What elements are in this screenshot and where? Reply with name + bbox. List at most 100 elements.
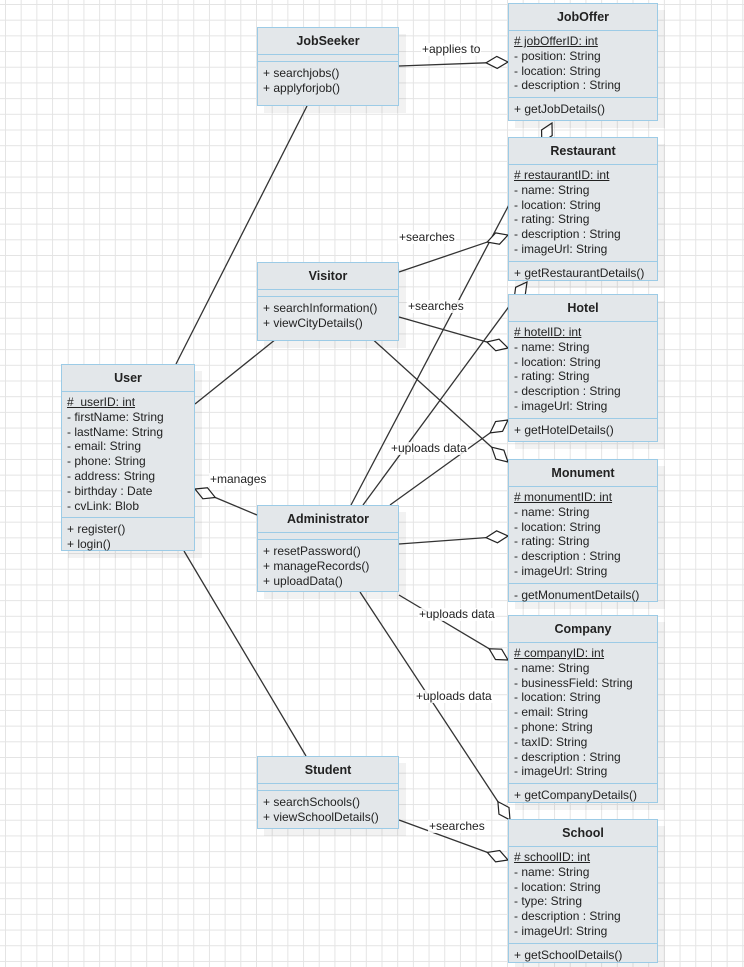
attribute: - taxID: String (514, 734, 588, 749)
aggregation-diamond-icon (485, 338, 510, 352)
operation: + getJobDetails() (514, 102, 606, 117)
class-name: Restaurant (509, 138, 657, 165)
aggregation-diamond-icon (486, 849, 510, 863)
aggregation-diamond-icon (488, 648, 510, 661)
attribute: - phone: String (67, 454, 146, 469)
operation: + register() (67, 522, 126, 537)
operation: + manageRecords() (263, 558, 370, 573)
class-monument[interactable]: Monument # monumentID: int - name: Strin… (508, 459, 658, 602)
primary-key: # schoolID: int (514, 850, 591, 864)
class-administrator[interactable]: Administrator + resetPassword() + manage… (257, 505, 399, 592)
primary-key: # restaurantID: int (514, 168, 610, 182)
attribute: - location: String (514, 690, 601, 705)
operation: + getHotelDetails() (514, 422, 614, 437)
class-user[interactable]: User # userID: int - firstName: String -… (61, 364, 195, 551)
label-uploads-school: +uploads data (415, 689, 493, 703)
attribute: - phone: String (514, 719, 593, 734)
attribute: - location: String (514, 519, 601, 534)
primary-key: # hotelID: int (514, 325, 582, 339)
attributes-compartment (258, 290, 398, 297)
class-hotel[interactable]: Hotel # hotelID: int - name: String - lo… (508, 294, 658, 442)
attribute: - businessField: String (514, 675, 633, 690)
label-student-searches-school: +searches (428, 819, 486, 833)
operation: + viewCityDetails() (263, 315, 363, 330)
edge-visitor-restaurant[interactable] (398, 241, 488, 273)
operations-compartment: + searchSchools() + viewSchoolDetails() (258, 791, 398, 829)
aggregation-diamond-icon (484, 55, 510, 70)
attribute: - description : String (514, 909, 621, 924)
operation: + login() (67, 537, 111, 552)
class-name: Administrator (258, 506, 398, 533)
operations-compartment: + getCompanyDetails() (509, 784, 657, 807)
label-uploads-hotel: +uploads data (390, 441, 468, 455)
operations-compartment: + searchInformation() + viewCityDetails(… (258, 297, 398, 335)
operation: + viewSchoolDetails() (263, 809, 379, 824)
operation: + getRestaurantDetails() (514, 265, 645, 280)
edge-visitor-monument[interactable] (367, 334, 493, 448)
attribute: - name: String (514, 504, 590, 519)
operations-compartment: + getHotelDetails() (509, 419, 657, 442)
attribute: - location: String (514, 197, 601, 212)
operation: + getCompanyDetails() (514, 788, 638, 803)
attribute: - rating: String (514, 212, 590, 227)
edge-jobseeker-joboffer[interactable] (398, 62, 487, 67)
attribute: - description : String (514, 78, 621, 93)
operations-compartment: + getJobDetails() (509, 98, 657, 121)
primary-key: # monumentID: int (514, 490, 613, 504)
attribute: - location: String (514, 63, 601, 78)
label-uploads-company: +uploads data (418, 607, 496, 621)
label-applies-to: +applies to (421, 42, 482, 56)
attributes-compartment: # hotelID: int - name: String - location… (509, 322, 657, 419)
primary-key: # companyID: int (514, 646, 605, 660)
attribute: - type: String (514, 894, 583, 909)
class-visitor[interactable]: Visitor + searchInformation() + viewCity… (257, 262, 399, 341)
aggregation-diamond-icon (485, 232, 510, 245)
class-school[interactable]: School # schoolID: int - name: String - … (508, 819, 658, 963)
edge-user-jobseeker[interactable] (175, 105, 308, 365)
label-manages: +manages (209, 472, 268, 486)
class-name: JobOffer (509, 4, 657, 31)
operation: + resetPassword() (263, 544, 361, 558)
edge-student-school[interactable] (398, 819, 488, 854)
edge-user-student[interactable] (183, 550, 307, 757)
edge-user-visitor[interactable] (194, 334, 282, 405)
class-joboffer[interactable]: JobOffer # jobOfferID: int - position: S… (508, 3, 658, 121)
operations-compartment: + getRestaurantDetails() (509, 262, 657, 285)
attribute: - lastName: String (67, 424, 164, 439)
class-restaurant[interactable]: Restaurant # restaurantID: int - name: S… (508, 137, 658, 281)
attributes-compartment: # monumentID: int - name: String - locat… (509, 487, 657, 584)
attributes-compartment (258, 55, 398, 62)
edge-admin-restaurant[interactable] (362, 299, 515, 506)
aggregation-diamond-icon (497, 800, 511, 822)
attribute: - rating: String (514, 369, 590, 384)
class-company[interactable]: Company # companyID: int - name: String … (508, 615, 658, 803)
attribute: - cvLink: Blob (67, 498, 140, 513)
edge-admin-company[interactable] (398, 594, 490, 650)
class-student[interactable]: Student + searchSchools() + viewSchoolDe… (257, 756, 399, 829)
class-name: JobSeeker (258, 28, 398, 55)
edge-admin-hotel[interactable] (389, 432, 491, 506)
edge-admin-monument[interactable] (398, 536, 487, 545)
aggregation-diamond-icon (484, 530, 510, 544)
aggregation-diamond-icon (193, 487, 217, 500)
operation: - getMonumentDetails() (514, 587, 640, 602)
attribute: - location: String (514, 879, 601, 894)
operation: + searchSchools() (263, 795, 361, 809)
attribute: - rating: String (514, 534, 590, 549)
class-jobseeker[interactable]: JobSeeker + searchjobs() + applyforjob() (257, 27, 399, 106)
attributes-compartment: # schoolID: int - name: String - locatio… (509, 847, 657, 944)
attribute: - description : String (514, 384, 621, 399)
aggregation-diamond-icon (490, 446, 509, 463)
class-name: Company (509, 616, 657, 643)
operation: + uploadData() (263, 573, 343, 588)
attribute: - name: String (514, 339, 590, 354)
attribute: - description : String (514, 749, 621, 764)
class-name: Monument (509, 460, 657, 487)
attribute: - imageUrl: String (514, 241, 608, 256)
attributes-compartment: # jobOfferID: int - position: String - l… (509, 31, 657, 99)
operations-compartment: + getSchoolDetails() (509, 944, 657, 967)
attribute: - position: String (514, 48, 601, 63)
attributes-compartment (258, 533, 398, 540)
operations-compartment: + register() + login() (62, 518, 194, 556)
edge-admin-user[interactable] (215, 496, 258, 516)
